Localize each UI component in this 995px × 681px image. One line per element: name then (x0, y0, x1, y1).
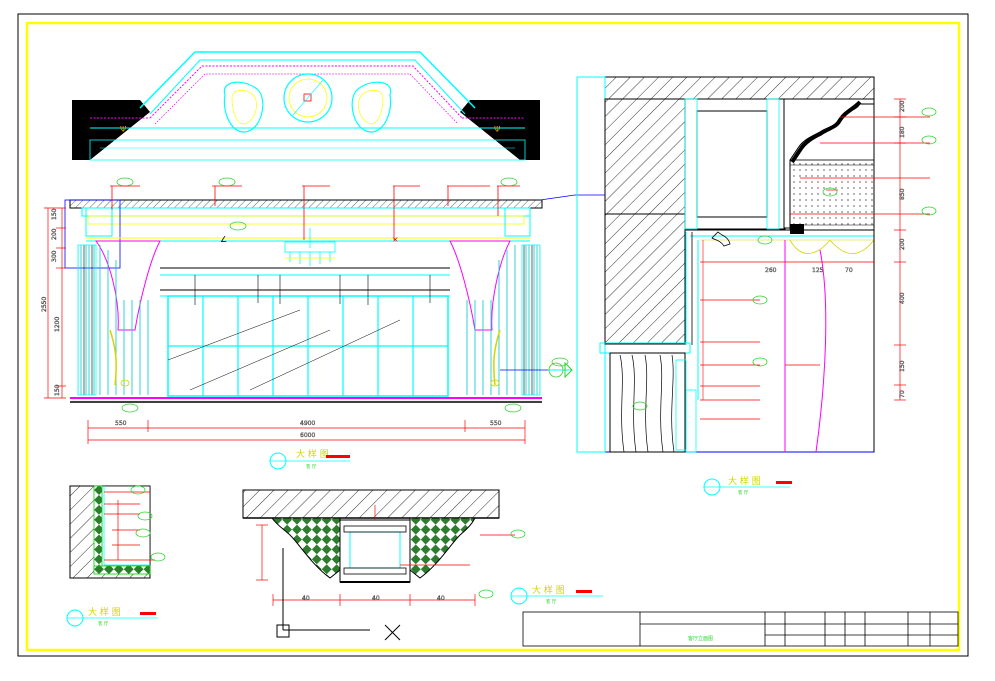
dim-bd-2: 40 (437, 595, 445, 602)
svg-text:Ψ: Ψ (120, 125, 126, 134)
dim-total: 6000 (300, 432, 315, 439)
svg-text:×: × (392, 235, 399, 244)
dim-detail-5: 150 (899, 360, 906, 372)
dim-left-0: 150 (51, 208, 58, 220)
svg-text:∠: ∠ (220, 235, 227, 244)
dim-detail-bottom-0: 260 (765, 267, 777, 274)
elevation-leaders (110, 177, 569, 413)
yellow-frame (25, 21, 961, 652)
title-block (522, 611, 959, 647)
section-sub-3: 客 厅 (546, 598, 557, 605)
section-title-beam: 大 样 图 客 厅 (510, 584, 603, 605)
dim-detail-6: 70 (899, 390, 906, 398)
section-title-corner: 大 样 图 客 厅 (66, 606, 158, 627)
svg-text:Ψ: Ψ (494, 125, 500, 134)
dim-detail-3: 400 (899, 292, 906, 304)
outer-border (17, 13, 969, 657)
elevation-dimensions (44, 207, 526, 444)
section-title-1: 大 样 图 (728, 475, 761, 487)
drawing-name: 客厅立面图 (688, 635, 713, 642)
dim-detail-bottom-2: 70 (845, 267, 853, 274)
dim-detail-0: 200 (899, 100, 906, 112)
section-title-detail: 大 样 图 客 厅 (703, 475, 792, 496)
living-room-elevation: ∠ × (64, 194, 605, 403)
dim-detail-4: 200 (899, 238, 906, 250)
dim-detail-2: 850 (899, 188, 906, 200)
section-title-0: 大 样 图 (296, 448, 329, 460)
dim-left-3: 1200 (54, 317, 61, 332)
dim-detail-bottom-1: 125 (812, 267, 824, 274)
dim-bottom-1: 4900 (300, 420, 315, 427)
ceiling-ornament: Ψ Ψ (72, 51, 540, 161)
dim-bd-0: 40 (302, 595, 310, 602)
dim-left-2: 300 (51, 250, 58, 262)
corner-detail (69, 485, 166, 579)
cornice-detail (576, 76, 875, 453)
beam-detail: 40 40 40 (242, 489, 526, 641)
dim-bottom-2: 550 (490, 420, 502, 427)
dim-left-5: 150 (54, 384, 61, 396)
dim-bd-1: 40 (372, 595, 380, 602)
dim-detail-1: 180 (899, 126, 906, 138)
dim-left-4: 2550 (41, 297, 48, 312)
section-sub-0: 客 厅 (306, 463, 317, 470)
elevation-dim-text: 550 4900 550 6000 150 200 300 1200 2550 … (41, 208, 502, 439)
section-title-2: 大 样 图 (88, 606, 121, 618)
dim-left-1: 200 (51, 228, 58, 240)
section-sub-1: 客 厅 (738, 489, 749, 496)
section-title-elevation: 大 样 图 客 厅 (269, 448, 350, 470)
section-title-3: 大 样 图 (532, 584, 565, 596)
section-sub-2: 客 厅 (98, 620, 109, 627)
dim-bottom-0: 550 (115, 420, 127, 427)
detail-leaders: 260 125 70 200 180 850 400 200 150 70 (632, 98, 937, 420)
